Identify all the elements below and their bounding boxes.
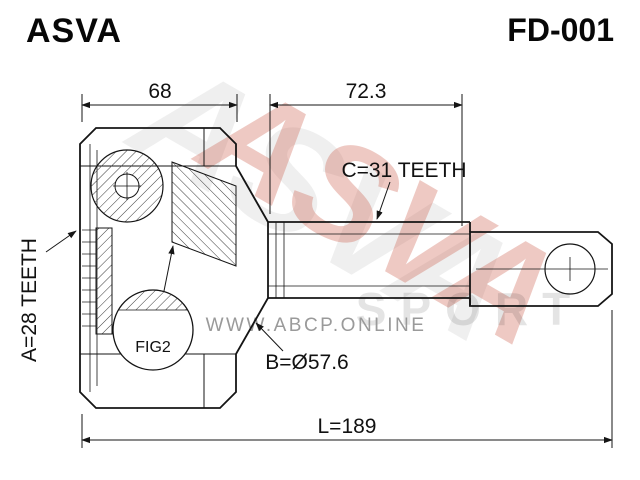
dim-width-body-label: 68	[148, 80, 171, 103]
watermark-sport: SPORT	[356, 283, 584, 335]
diameter-label: B=Ø57.6	[265, 351, 348, 374]
teethA-leader	[45, 230, 77, 253]
inner-race-section	[95, 227, 113, 335]
brand-logo: ASVA	[26, 12, 122, 50]
part-number: FD-001	[507, 12, 614, 48]
outer-teeth-label: C=31 TEETH	[341, 159, 466, 182]
cage-section	[171, 161, 237, 267]
diameterB-leader	[255, 322, 284, 352]
dimension-layer	[45, 94, 613, 448]
fig2-hatch-half	[117, 289, 189, 311]
total-length-label: L=189	[318, 415, 377, 438]
cv-joint-drawing	[79, 127, 613, 409]
figure-label: FIG2	[135, 339, 171, 356]
label-layer: 68 72.3 A=28 TEETH C=31 TEETH FIG2 B=Ø57…	[18, 80, 467, 438]
fig2-leader-line	[163, 245, 175, 292]
shaft-end-outline	[469, 231, 613, 307]
shaft-end-circle	[544, 243, 596, 295]
watermark-site: WWW.ABCP.ONLINE	[206, 315, 427, 336]
teethC-leader	[376, 181, 391, 220]
dim-width-shaft-label: 72.3	[346, 80, 387, 103]
inner-teeth-label: A=28 TEETH	[18, 238, 41, 362]
inner-spline-ticks	[82, 229, 96, 327]
